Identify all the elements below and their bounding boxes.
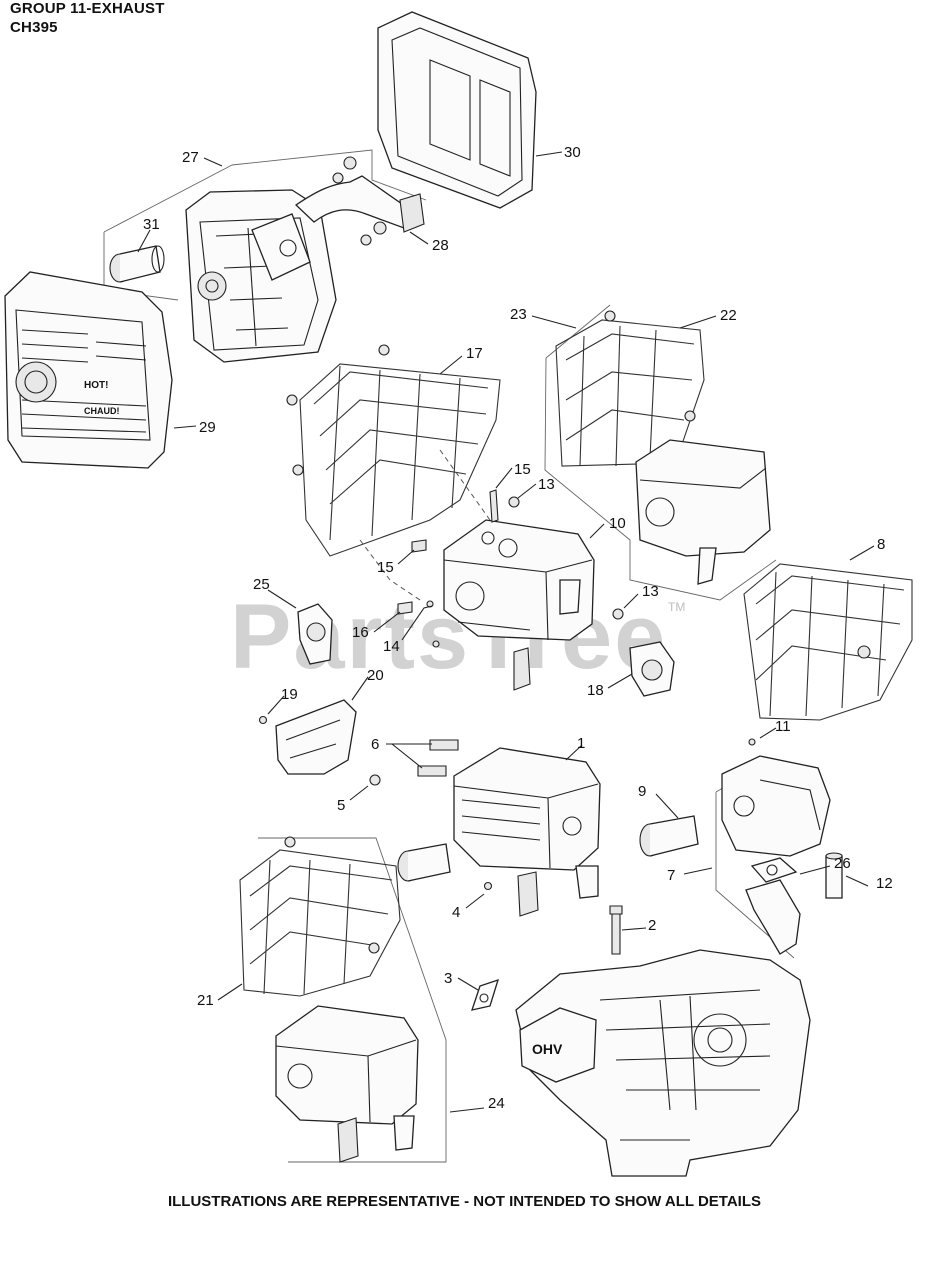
part-13-nut-right[interactable]	[612, 608, 624, 620]
callout-3[interactable]: 3	[444, 970, 452, 987]
part-7-muffler-body[interactable]	[715, 755, 831, 959]
diagram-group-title: GROUP 11-EXHAUST	[10, 0, 165, 17]
callout-25[interactable]: 25	[253, 576, 270, 593]
watermark-trademark: TM	[668, 600, 686, 614]
part-3-gasket[interactable]	[471, 978, 499, 1011]
callout-27[interactable]: 27	[182, 149, 199, 166]
disclaimer-note: ILLUSTRATIONS ARE REPRESENTATIVE - NOT I…	[167, 1193, 762, 1210]
callout-20[interactable]: 20	[367, 667, 384, 684]
part-19-screw[interactable]	[258, 715, 268, 725]
callout-19[interactable]: 19	[281, 686, 298, 703]
callout-7[interactable]: 7	[667, 867, 675, 884]
part-1-muffler[interactable]	[453, 747, 601, 917]
callout-31[interactable]: 31	[143, 216, 160, 233]
part-21-24-guarded-muffler[interactable]	[239, 836, 447, 1163]
part-6-studs[interactable]	[417, 739, 459, 777]
callout-15-top[interactable]: 15	[514, 461, 531, 478]
part-30-heat-shield[interactable]	[377, 11, 537, 209]
part-26-gasket[interactable]	[750, 857, 798, 883]
callout-4[interactable]: 4	[452, 904, 460, 921]
callout-26[interactable]: 26	[834, 855, 851, 872]
callout-30[interactable]: 30	[564, 144, 581, 161]
engine-block: OHV	[515, 949, 811, 1177]
part-2-bolt[interactable]	[609, 905, 623, 955]
part-31-spark-arrestor-tube[interactable]	[109, 245, 165, 283]
callout-11[interactable]: 11	[775, 718, 791, 735]
part-9-tube[interactable]	[639, 815, 699, 857]
callout-22[interactable]: 22	[720, 307, 737, 324]
engine-model: CH395	[10, 19, 58, 36]
part-5-nut[interactable]	[369, 774, 381, 786]
spark-arrestor-tube-loose	[397, 843, 451, 882]
callout-21[interactable]: 21	[197, 992, 214, 1009]
callout-16[interactable]: 16	[352, 624, 369, 641]
part-10-muffler[interactable]	[443, 519, 595, 691]
callout-17[interactable]: 17	[466, 345, 483, 362]
part-11-screw[interactable]	[748, 738, 756, 746]
callout-13-right[interactable]: 13	[642, 583, 659, 600]
callout-13-top[interactable]: 13	[538, 476, 555, 493]
part-18-deflector[interactable]	[629, 641, 675, 697]
callout-2[interactable]: 2	[648, 917, 656, 934]
part-15-stud-top[interactable]	[489, 489, 499, 523]
callout-10[interactable]: 10	[609, 515, 626, 532]
engine-ohv-label: OHV	[532, 1041, 563, 1057]
part-20-heat-deflector[interactable]	[275, 699, 357, 775]
callout-18[interactable]: 18	[587, 682, 604, 699]
callout-numbers: 1 2 3 4 5 6 7 8 9 10 11 12 13 13 14 15 1…	[143, 144, 893, 1112]
callout-23[interactable]: 23	[510, 306, 527, 323]
part-13-nut-top[interactable]	[508, 496, 520, 508]
part-22-23-guarded-muffler[interactable]	[544, 304, 777, 601]
part-14-bolt[interactable]	[426, 600, 440, 648]
part-25-deflector[interactable]	[297, 603, 333, 665]
part-29-muffler-cover[interactable]: HOT! CHAUD!	[4, 271, 173, 469]
part-4-screw[interactable]	[483, 881, 493, 891]
callout-6[interactable]: 6	[371, 736, 379, 753]
callout-29[interactable]: 29	[199, 419, 216, 436]
callout-8[interactable]: 8	[877, 536, 885, 553]
callout-12[interactable]: 12	[876, 875, 893, 892]
part-27-muffler-assembly[interactable]	[103, 149, 427, 363]
hot-label-fr: CHAUD!	[84, 406, 120, 416]
callout-14[interactable]: 14	[383, 638, 400, 655]
callout-15-left[interactable]: 15	[377, 559, 394, 576]
callout-9[interactable]: 9	[638, 783, 646, 800]
callout-1[interactable]: 1	[577, 735, 585, 752]
callout-leaders	[137, 151, 875, 1113]
callout-28[interactable]: 28	[432, 237, 449, 254]
part-17-wire-guard[interactable]	[286, 344, 501, 557]
part-8-wire-guard[interactable]	[743, 563, 913, 721]
exhaust-manifold-elbow	[745, 879, 801, 955]
part-16-stud[interactable]	[397, 601, 413, 615]
part-15-stud-left[interactable]	[411, 539, 427, 553]
callout-5[interactable]: 5	[337, 797, 345, 814]
hot-label-en: HOT!	[84, 380, 108, 391]
callout-24[interactable]: 24	[488, 1095, 505, 1112]
